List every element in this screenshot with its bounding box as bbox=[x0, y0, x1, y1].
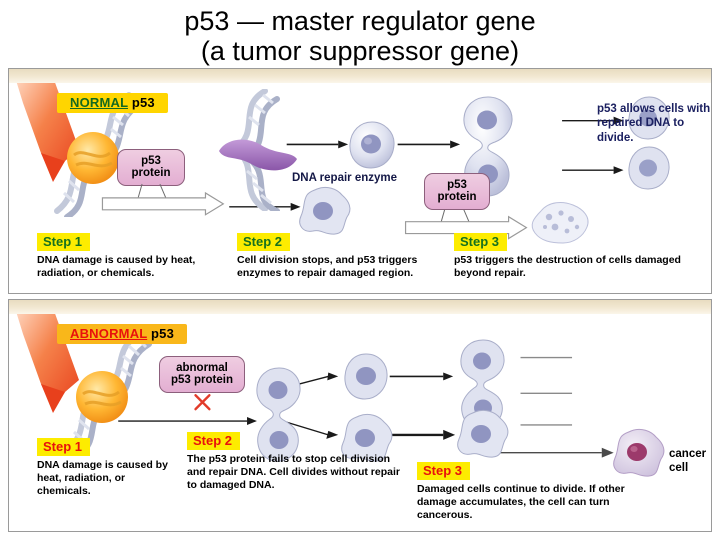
abnormal-badge-keyword: ABNORMAL bbox=[70, 326, 148, 341]
abnormal-protein-label-line-2: p53 protein bbox=[171, 374, 233, 387]
normal-p53-badge: NORMAL p53 bbox=[57, 93, 168, 113]
normal-badge-keyword: NORMAL bbox=[70, 95, 129, 110]
unrepaired-cell-icon-2 bbox=[341, 413, 393, 462]
p53-protein-callout-step3: p53 protein bbox=[424, 173, 490, 211]
normal-step-3-tag: Step 3 bbox=[454, 233, 508, 251]
abnormal-irregular-cell-icon bbox=[457, 409, 509, 458]
cancer-cell-label: cancer cell bbox=[669, 447, 711, 476]
p53-protein-callout: p53 protein bbox=[117, 149, 185, 187]
normal-p53-panel: p53 protein bbox=[8, 68, 712, 294]
normal-step-3-body: p53 triggers the destruction of cells da… bbox=[454, 254, 681, 279]
daughter-cell-icon-1 bbox=[628, 96, 670, 140]
p53-protein-label-line-1: p53 bbox=[141, 155, 161, 167]
p53-protein-step3-line-2: protein bbox=[437, 191, 477, 204]
abnormal-step-3-tag: Step 3 bbox=[417, 462, 471, 480]
normal-badge-suffix: p53 bbox=[131, 95, 155, 110]
damaged-dna-site-icon-2 bbox=[76, 371, 128, 423]
page-title: p53 — master regulator gene (a tumor sup… bbox=[0, 6, 720, 66]
apoptotic-cell-debris-icon bbox=[531, 202, 589, 244]
abnormal-step-3-body: Damaged cells continue to divide. If oth… bbox=[417, 483, 625, 521]
abnormal-badge-suffix: p53 bbox=[151, 326, 175, 341]
repaired-cell-icon bbox=[349, 121, 395, 169]
panel-header-band-2 bbox=[9, 300, 711, 314]
normal-step-2-tag: Step 2 bbox=[237, 233, 291, 251]
panel-header-band bbox=[9, 69, 711, 83]
cancer-cell-label-line-1: cancer bbox=[669, 448, 707, 460]
abnormal-step-1-body: DNA damage is caused by heat, radiation,… bbox=[37, 459, 168, 497]
dna-repair-enzyme-label: DNA repair enzyme bbox=[292, 172, 398, 184]
daughter-cell-icon-2 bbox=[628, 146, 670, 190]
normal-step-1-tag: Step 1 bbox=[37, 233, 91, 251]
unrepaired-cell-icon-1 bbox=[344, 353, 388, 400]
normal-step-2-body: Cell division stops, and p53 triggers en… bbox=[237, 254, 418, 279]
abnormal-p53-badge: ABNORMAL p53 bbox=[57, 324, 188, 344]
p53-protein-step3-line-1: p53 bbox=[447, 179, 467, 191]
normal-step-3: Step 3 p53 triggers the destruction of c… bbox=[454, 233, 689, 280]
abnormal-dividing-cell-icon bbox=[256, 367, 301, 462]
damaged-dna-site-icon bbox=[67, 132, 119, 184]
abnormal-protein-label-line-1: abnormal bbox=[176, 362, 228, 374]
abnormal-step-1: Step 1 DNA damage is caused by heat, rad… bbox=[37, 438, 177, 497]
page-title-line-2: (a tumor suppressor gene) bbox=[200, 36, 520, 66]
cancer-cell-label-line-2: cell bbox=[669, 462, 689, 475]
abnormal-step-2-tag: Step 2 bbox=[187, 432, 241, 450]
normal-step-1-body: DNA damage is caused by heat, radiation,… bbox=[37, 254, 196, 279]
p53-protein-label-line-2: protein bbox=[131, 167, 171, 180]
abnormal-step-1-tag: Step 1 bbox=[37, 438, 91, 456]
normal-outcome-note: p53 allows cells with repaired DNA to di… bbox=[597, 103, 711, 144]
abnormal-step-2-body: The p53 protein fails to stop cell divis… bbox=[187, 453, 400, 491]
cancer-cell-icon bbox=[613, 428, 665, 477]
dna-repair-enzyme-icon bbox=[219, 139, 297, 171]
abnormal-step-2: Step 2 The p53 protein fails to stop cel… bbox=[187, 432, 407, 491]
abnormal-step-3: Step 3 Damaged cells continue to divide.… bbox=[417, 462, 667, 521]
normal-step-1: Step 1 DNA damage is caused by heat, rad… bbox=[37, 233, 227, 280]
abnormal-p53-panel: abnormal p53 protein bbox=[8, 299, 712, 532]
abnormal-p53-protein-callout: abnormal p53 protein bbox=[159, 356, 245, 394]
page-title-line-1: p53 — master regulator gene bbox=[184, 6, 536, 36]
irregular-damaged-cell-icon bbox=[299, 186, 351, 235]
normal-step-2: Step 2 Cell division stops, and p53 trig… bbox=[237, 233, 437, 280]
